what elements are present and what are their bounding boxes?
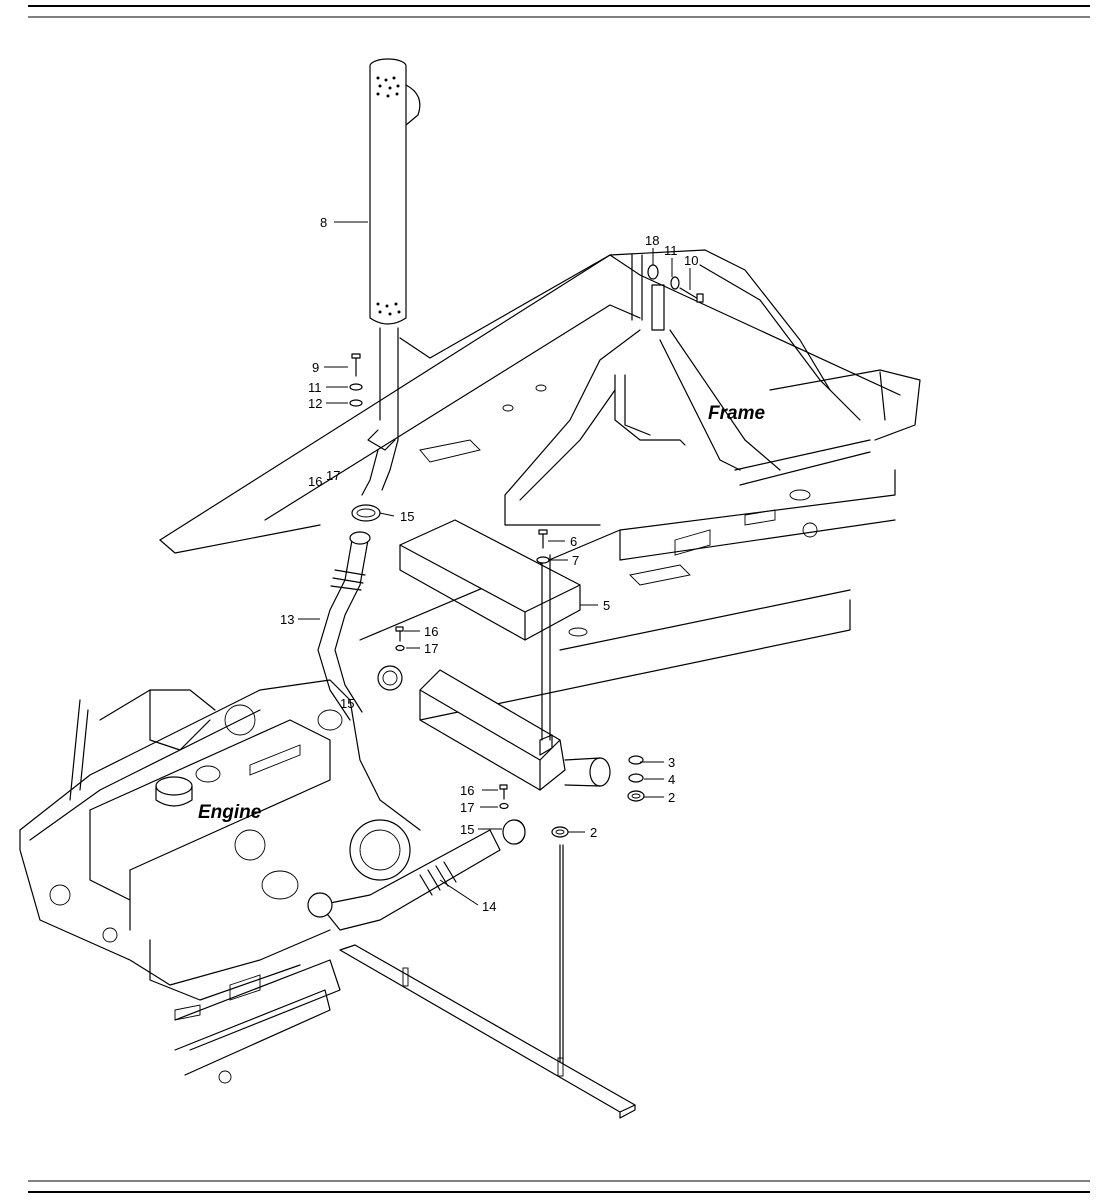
clamp-upper [351,504,381,522]
bolt-16-mid [395,626,405,652]
callout-11: 11 [664,243,678,258]
bolt-9 [351,353,361,377]
callout-15: 15 [340,696,354,711]
clamp-lower [502,819,526,845]
bolt-6 [536,529,550,564]
callout-14: 14 [482,899,496,914]
bolt-10 [647,264,704,303]
muffler [419,554,611,1071]
callout-8: 8 [320,215,327,230]
callout-16: 16 [308,474,322,489]
clamp-middle [377,665,403,691]
callout-16: 16 [460,783,474,798]
callout-13: 13 [280,612,294,627]
engine-drawing [19,679,421,1084]
perforations-bottom [376,302,401,316]
callout-10: 10 [684,253,698,268]
mounting-bar [339,944,636,1119]
frame-drawing [159,249,921,721]
bolt-16-low [499,784,509,810]
flex-pipe-upper [317,531,371,721]
callout-4: 4 [668,772,675,787]
callout-18: 18 [645,233,659,248]
callout-2: 2 [590,825,597,840]
callout-9: 9 [312,360,319,375]
callout-17: 17 [326,468,340,483]
callout-7: 7 [572,553,579,568]
frame-label: Frame [708,403,765,424]
callout-15: 15 [400,509,414,524]
callout-numbers: 8 9 11 12 18 11 10 16 17 15 6 7 5 13 16 … [280,215,698,914]
engine-label: Engine [198,802,262,823]
washers-11-12 [349,383,363,407]
callout-11: 11 [308,380,322,395]
rubber-mounts [551,755,645,838]
perforations-top [376,76,400,98]
callout-15: 15 [460,822,474,837]
leader-lines [298,221,691,906]
callout-17: 17 [460,800,474,815]
callout-3: 3 [668,755,675,770]
callout-6: 6 [570,534,577,549]
callout-5: 5 [603,598,610,613]
callout-17: 17 [424,641,438,656]
tailpipe [361,58,421,496]
callout-12: 12 [308,396,322,411]
page-border-top [28,5,1090,18]
callout-2: 2 [668,790,675,805]
callout-16: 16 [424,624,438,639]
page-border-bottom [28,1180,1090,1193]
muffler-cover [399,519,581,641]
